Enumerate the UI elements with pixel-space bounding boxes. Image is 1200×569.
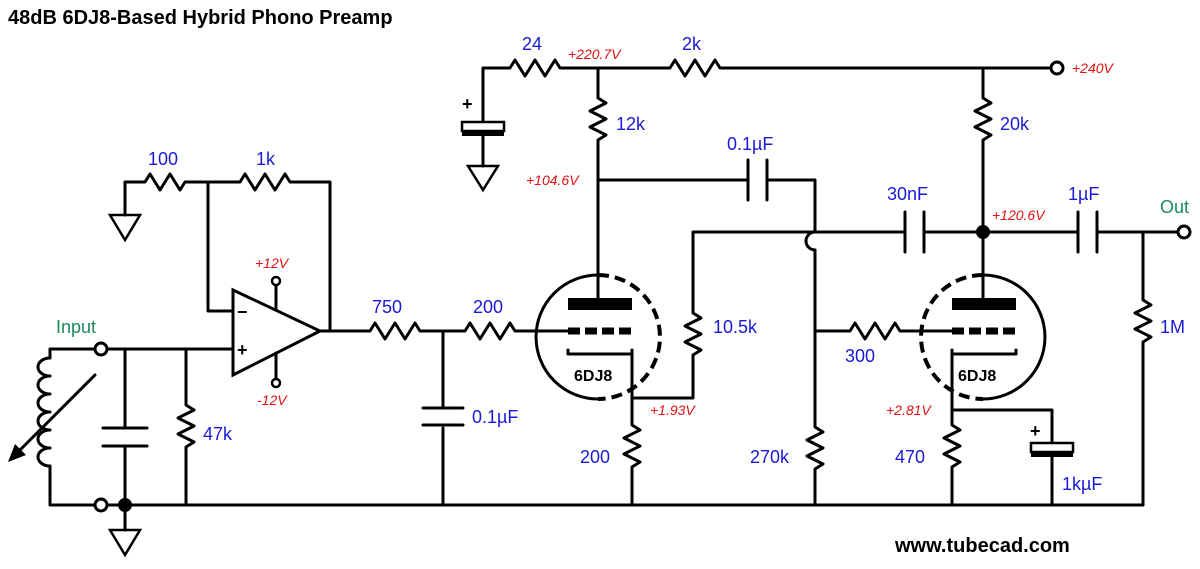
- resistor-24: [503, 58, 567, 78]
- diagram-title: 48dB 6DJ8-Based Hybrid Phono Preamp: [8, 7, 393, 29]
- voltage-12-neg: -12V: [257, 392, 288, 408]
- label-c-0-1uf-bot: 0.1µF: [472, 407, 518, 427]
- label-r-12k: 12k: [616, 114, 646, 134]
- capacitor-0-1uf-filter: [421, 406, 465, 427]
- feedback-network-wiring: [123, 180, 332, 333]
- ground-symbol: [465, 164, 501, 193]
- capacitor-0-1uf-coupling: [738, 158, 777, 202]
- label-r-2k: 2k: [682, 34, 702, 54]
- label-r-1k: 1k: [256, 149, 276, 169]
- tube-6dj8-stage1: [518, 270, 662, 402]
- svg-text:+: +: [1030, 421, 1041, 441]
- opamp-output-wiring: [318, 329, 462, 507]
- label-r-1m: 1M: [1160, 317, 1185, 337]
- label-tube2: 6DJ8: [958, 368, 996, 385]
- capacitor-1kuf-bypass: +: [950, 408, 1075, 507]
- resistor-470: [942, 418, 962, 507]
- label-r-200-grid: 200: [473, 297, 503, 317]
- resistor-12k: [588, 66, 608, 182]
- voltage-120-6: +120.6V: [992, 207, 1046, 223]
- label-output: Out: [1160, 197, 1189, 217]
- label-r-750: 750: [372, 297, 402, 317]
- capacitor-1uf: [1076, 210, 1099, 254]
- label-r-300: 300: [845, 346, 875, 366]
- phono-cartridge: [8, 347, 100, 507]
- voltage-104-6: +104.6V: [526, 172, 580, 188]
- label-r-100: 100: [148, 149, 178, 169]
- resistor-270k: [805, 420, 825, 507]
- resistor-20k: [973, 66, 993, 274]
- label-c-1uf: 1µF: [1068, 184, 1099, 204]
- label-r-200-cathode: 200: [580, 447, 610, 467]
- voltage-1-93: +1.93V: [650, 402, 696, 418]
- svg-text:+: +: [462, 94, 473, 114]
- resistor-750: [363, 321, 427, 341]
- op-amp: − +: [231, 275, 324, 389]
- resistor-1m: [1133, 293, 1153, 507]
- label-input: Input: [56, 317, 96, 337]
- resistor-200-cathode: [622, 418, 642, 507]
- label-r-20k: 20k: [1000, 114, 1030, 134]
- junction-ground: [118, 498, 132, 512]
- voltage-2-81: +2.81V: [886, 402, 932, 418]
- svg-text:+: +: [237, 340, 248, 360]
- resistor-1k: [233, 172, 297, 192]
- website-url: www.tubecad.com: [894, 535, 1070, 557]
- capacitor-30nf: [903, 210, 985, 254]
- resistor-200-grid: [458, 321, 522, 341]
- input-wiring: [105, 347, 1145, 532]
- output-wiring: [981, 230, 1180, 297]
- cathode1-wiring: [630, 358, 695, 422]
- supply-electrolytic-cap: +: [460, 94, 506, 168]
- ground-symbol: [107, 528, 143, 558]
- voltage-12-pos: +12V: [255, 255, 290, 271]
- tube-6dj8-stage2: [919, 270, 1047, 422]
- supply-terminal: [1049, 60, 1065, 76]
- resistor-300: [843, 321, 907, 341]
- resistor-2k: [663, 58, 727, 78]
- label-tube1: 6DJ8: [574, 368, 612, 385]
- label-r-10-5k: 10.5k: [713, 317, 758, 337]
- svg-text:−: −: [237, 302, 248, 322]
- voltage-240: +240V: [1072, 60, 1115, 76]
- resistor-10-5k-feedback: [683, 230, 907, 362]
- label-r-270k: 270k: [750, 447, 790, 467]
- label-r-47k: 47k: [203, 424, 233, 444]
- resistor-47k: [176, 398, 196, 507]
- label-c-0-1uf-top: 0.1µF: [727, 134, 773, 154]
- label-c-30nf: 30nF: [887, 184, 928, 204]
- plate1-wiring: [596, 178, 817, 424]
- label-r-470: 470: [895, 447, 925, 467]
- output-terminal: [1176, 224, 1192, 240]
- voltage-220-7: +220.7V: [568, 46, 622, 62]
- resistor-100: [138, 172, 192, 192]
- supply-wiring: [481, 66, 1052, 120]
- label-r-24: 24: [522, 34, 542, 54]
- label-c-1kuf: 1kµF: [1062, 474, 1102, 494]
- capacitor-loading: [101, 426, 149, 448]
- ground-symbol: [107, 213, 143, 243]
